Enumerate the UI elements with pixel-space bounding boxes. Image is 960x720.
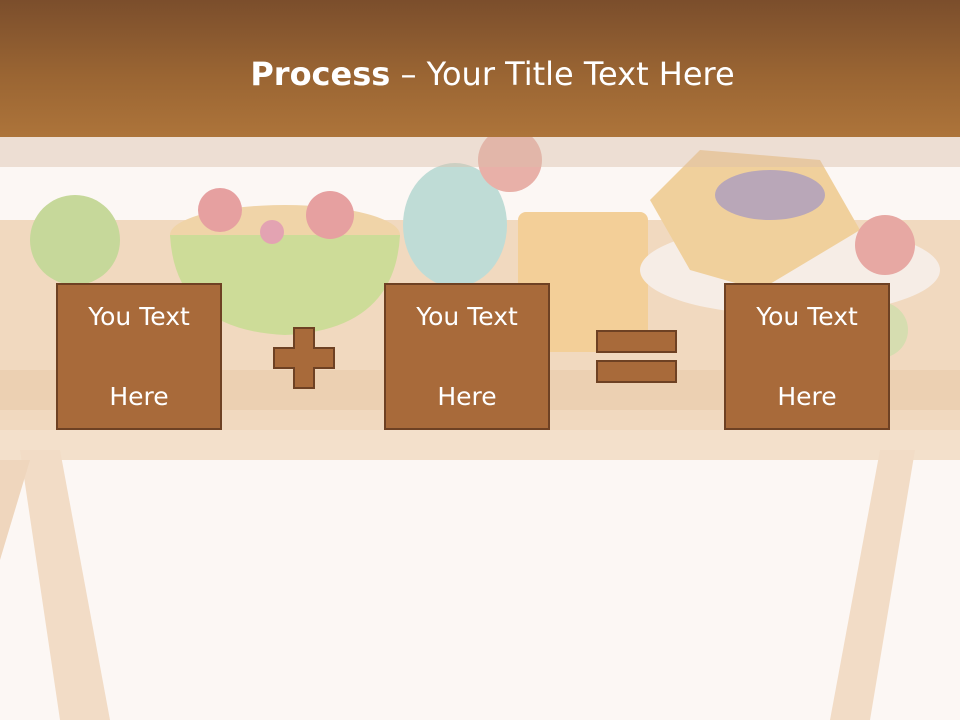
- box-3-line-1: You Text: [756, 301, 858, 331]
- equals-icon[interactable]: [596, 330, 678, 384]
- box-2-line-1: You Text: [416, 301, 518, 331]
- box-1-line-2: Here: [109, 381, 169, 411]
- title-header-bar: [0, 0, 960, 137]
- header-divider-band: [0, 137, 960, 167]
- box-1-line-1: You Text: [88, 301, 190, 331]
- plus-icon[interactable]: [273, 327, 335, 389]
- title-bold-part: Process: [250, 55, 391, 93]
- title-rest-part: – Your Title Text Here: [390, 55, 735, 93]
- slide-title[interactable]: Process – Your Title Text Here: [0, 52, 960, 96]
- box-3-line-2: Here: [777, 381, 837, 411]
- box-2-line-2: Here: [437, 381, 497, 411]
